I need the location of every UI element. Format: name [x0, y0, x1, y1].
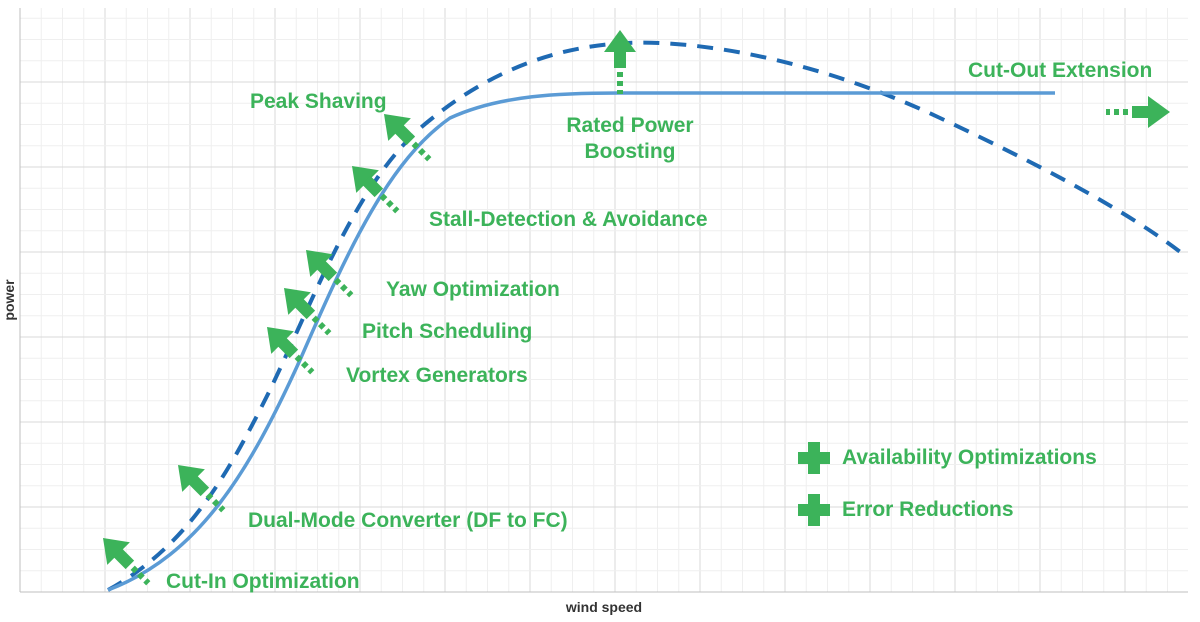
label-dual-mode: Dual-Mode Converter (DF to FC)	[248, 509, 568, 532]
label-peak-shaving: Peak Shaving	[250, 90, 387, 113]
vortex-arrow	[267, 327, 315, 375]
label-availability: Availability Optimizations	[842, 446, 1097, 469]
plus-icon	[798, 442, 830, 474]
label-cut-out: Cut-Out Extension	[968, 59, 1152, 82]
rated-power-arrow	[604, 30, 636, 94]
label-cut-in: Cut-In Optimization	[166, 570, 360, 593]
label-stall: Stall-Detection & Avoidance	[429, 208, 708, 231]
improved-power-curve	[107, 40, 1190, 592]
label-pitch: Pitch Scheduling	[362, 320, 532, 343]
improvement-arrows	[103, 30, 1170, 586]
chart-grid	[19, 8, 1188, 593]
stall-arrow	[352, 166, 400, 214]
label-rated-power-line2: Boosting	[585, 140, 676, 163]
x-axis-label: wind speed	[565, 599, 642, 615]
label-rated-power-line1: Rated Power	[566, 114, 693, 137]
yaw-arrow	[306, 250, 354, 298]
label-errors: Error Reductions	[842, 498, 1014, 521]
plus-icon	[798, 494, 830, 526]
label-yaw: Yaw Optimization	[386, 278, 560, 301]
cut-out-arrow	[1106, 96, 1170, 128]
peak-shaving-arrow	[384, 114, 432, 162]
cut-in-arrow	[103, 538, 151, 586]
label-vortex: Vortex Generators	[346, 364, 528, 387]
y-axis-label: power	[1, 279, 17, 321]
pitch-arrow	[284, 288, 332, 336]
baseline-power-curve	[107, 91, 1055, 592]
dual-mode-arrow	[178, 465, 226, 513]
